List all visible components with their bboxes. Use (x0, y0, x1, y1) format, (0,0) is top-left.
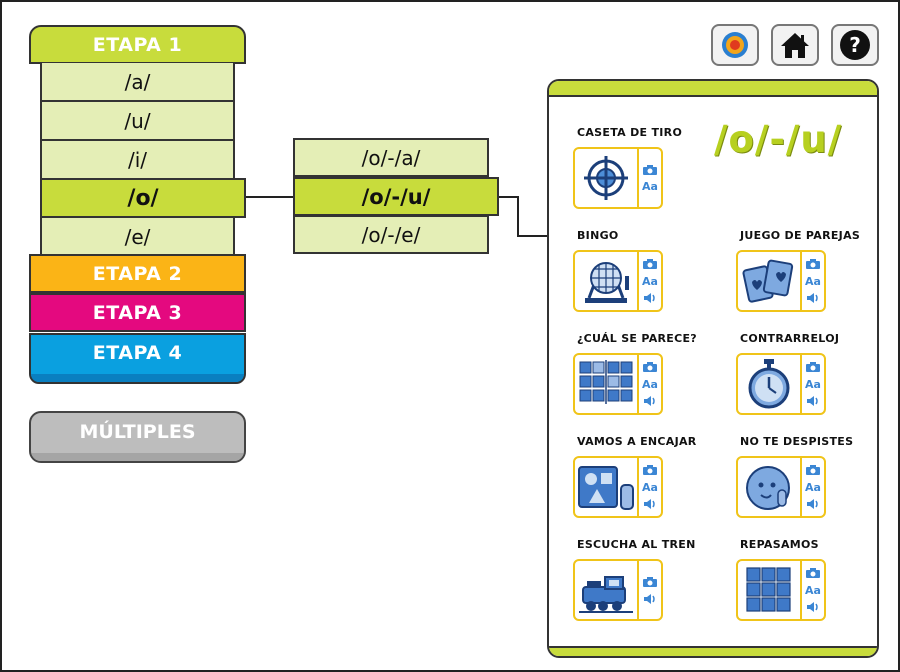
cards-icon (742, 259, 794, 303)
home-icon (781, 33, 809, 58)
panel-footer-bar (549, 646, 877, 656)
speaker-icon[interactable] (805, 497, 821, 511)
activity-label: BINGO (577, 229, 619, 242)
activity-bingo[interactable]: Aa (573, 250, 663, 312)
camera-icon[interactable] (642, 360, 658, 374)
activity-which-similar[interactable]: Aa (573, 353, 663, 415)
activity-dont-get-distracted[interactable]: Aa (736, 456, 826, 518)
multiples-footer (31, 453, 244, 461)
grid-icon (746, 567, 791, 612)
text-mode-icon[interactable]: Aa (642, 274, 658, 288)
camera-icon[interactable] (642, 163, 658, 177)
speaker-icon[interactable] (642, 497, 658, 511)
camera-icon[interactable] (805, 566, 821, 580)
camera-icon[interactable] (805, 257, 821, 271)
speaker-icon[interactable] (642, 394, 658, 408)
grid-compare-icon (579, 360, 633, 404)
connector-line (517, 235, 548, 237)
camera-icon[interactable] (642, 575, 658, 589)
speaker-icon[interactable] (805, 291, 821, 305)
panel-header-bar (549, 81, 877, 97)
activity-label: NO TE DESPISTES (740, 435, 854, 448)
svg-text:?: ? (849, 33, 861, 57)
speaker-icon[interactable] (805, 600, 821, 614)
phoneme-item[interactable]: /u/ (40, 101, 235, 141)
stage-2-header[interactable]: ETAPA 2 (29, 254, 246, 293)
activity-pairs[interactable]: Aa (736, 250, 826, 312)
multiples-label: MÚLTIPLES (79, 421, 196, 443)
phoneme-item[interactable]: /e/ (40, 217, 235, 257)
connector-line (517, 196, 519, 236)
stage-4-footer (31, 374, 244, 382)
activity-label: CASETA DE TIRO (577, 126, 683, 139)
text-mode-icon[interactable]: Aa (642, 377, 658, 391)
help-button[interactable]: ? (831, 24, 879, 66)
text-mode-icon[interactable]: Aa (805, 583, 821, 597)
stage-3-header[interactable]: ETAPA 3 (29, 293, 246, 332)
combo-item[interactable]: /o/-/a/ (293, 138, 489, 177)
help-icon: ? (840, 30, 870, 60)
speaker-icon[interactable] (642, 592, 658, 606)
activity-listen-train[interactable] (573, 559, 663, 621)
phoneme-item[interactable]: /a/ (40, 62, 235, 102)
stage-1-header[interactable]: ETAPA 1 (29, 25, 246, 64)
stage-4-label: ETAPA 4 (92, 342, 183, 364)
activity-label: ¿CUÁL SE PARECE? (577, 332, 697, 345)
text-mode-icon[interactable]: Aa (642, 180, 658, 193)
activity-time-trial[interactable]: Aa (736, 353, 826, 415)
activity-label: CONTRARRELOJ (740, 332, 840, 345)
stage-4-header[interactable]: ETAPA 4 (29, 333, 246, 384)
speaker-icon[interactable] (642, 291, 658, 305)
camera-icon[interactable] (642, 463, 658, 477)
text-mode-icon[interactable]: Aa (805, 274, 821, 288)
text-mode-icon[interactable]: Aa (642, 480, 658, 494)
activity-fit-shapes[interactable]: Aa (573, 456, 663, 518)
target-icon (722, 32, 748, 58)
activity-label: VAMOS A ENCAJAR (577, 435, 697, 448)
phoneme-item-selected[interactable]: /o/ (40, 178, 246, 218)
train-icon (579, 576, 633, 613)
combo-item[interactable]: /o/-/e/ (293, 215, 489, 254)
connector-line (246, 196, 294, 198)
face-icon (746, 466, 790, 510)
combo-item-selected[interactable]: /o/-/u/ (293, 177, 499, 216)
text-mode-icon[interactable]: Aa (805, 377, 821, 391)
phoneme-item[interactable]: /i/ (40, 140, 235, 180)
activity-review[interactable]: Aa (736, 559, 826, 621)
crosshair-icon (584, 156, 628, 200)
home-button[interactable] (771, 24, 819, 66)
activity-label: ESCUCHA AL TREN (577, 538, 696, 551)
text-mode-icon[interactable]: Aa (805, 480, 821, 494)
activity-label: REPASAMOS (740, 538, 819, 551)
activity-shooting[interactable]: Aa (573, 147, 663, 209)
shapes-icon (578, 466, 634, 510)
camera-icon[interactable] (805, 463, 821, 477)
panel-title: /o/-/u/ (714, 118, 843, 161)
camera-icon[interactable] (642, 257, 658, 271)
multiples-button[interactable]: MÚLTIPLES (29, 411, 246, 463)
stopwatch-icon (748, 359, 790, 409)
speaker-icon[interactable] (805, 394, 821, 408)
camera-icon[interactable] (805, 360, 821, 374)
target-button[interactable] (711, 24, 759, 66)
activity-label: JUEGO DE PAREJAS (740, 229, 861, 242)
connector-line (499, 196, 518, 198)
bingo-cage-icon (585, 262, 629, 303)
